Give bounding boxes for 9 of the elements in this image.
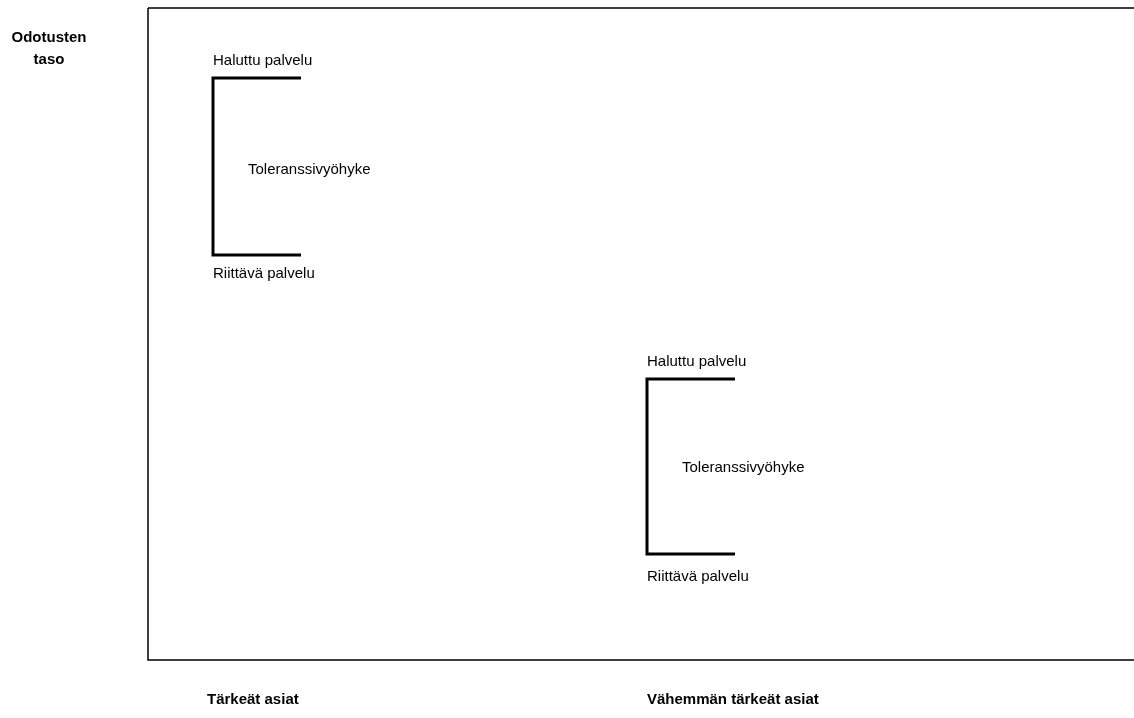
- level-label: Haluttu palvelu: [647, 352, 747, 370]
- level-label: Riittävä palvelu: [647, 567, 749, 585]
- zone-label: Toleranssivyöhyke: [248, 160, 371, 178]
- level-label: Haluttu palvelu: [213, 51, 313, 69]
- axis-title: Odotusten taso: [10, 27, 88, 69]
- category-label: Vähemmän tärkeät asiat: [647, 690, 819, 708]
- level-label: Riittävä palvelu: [213, 264, 315, 282]
- zone-label: Toleranssivyöhyke: [682, 458, 805, 476]
- category-label: Tärkeät asiat: [207, 690, 299, 708]
